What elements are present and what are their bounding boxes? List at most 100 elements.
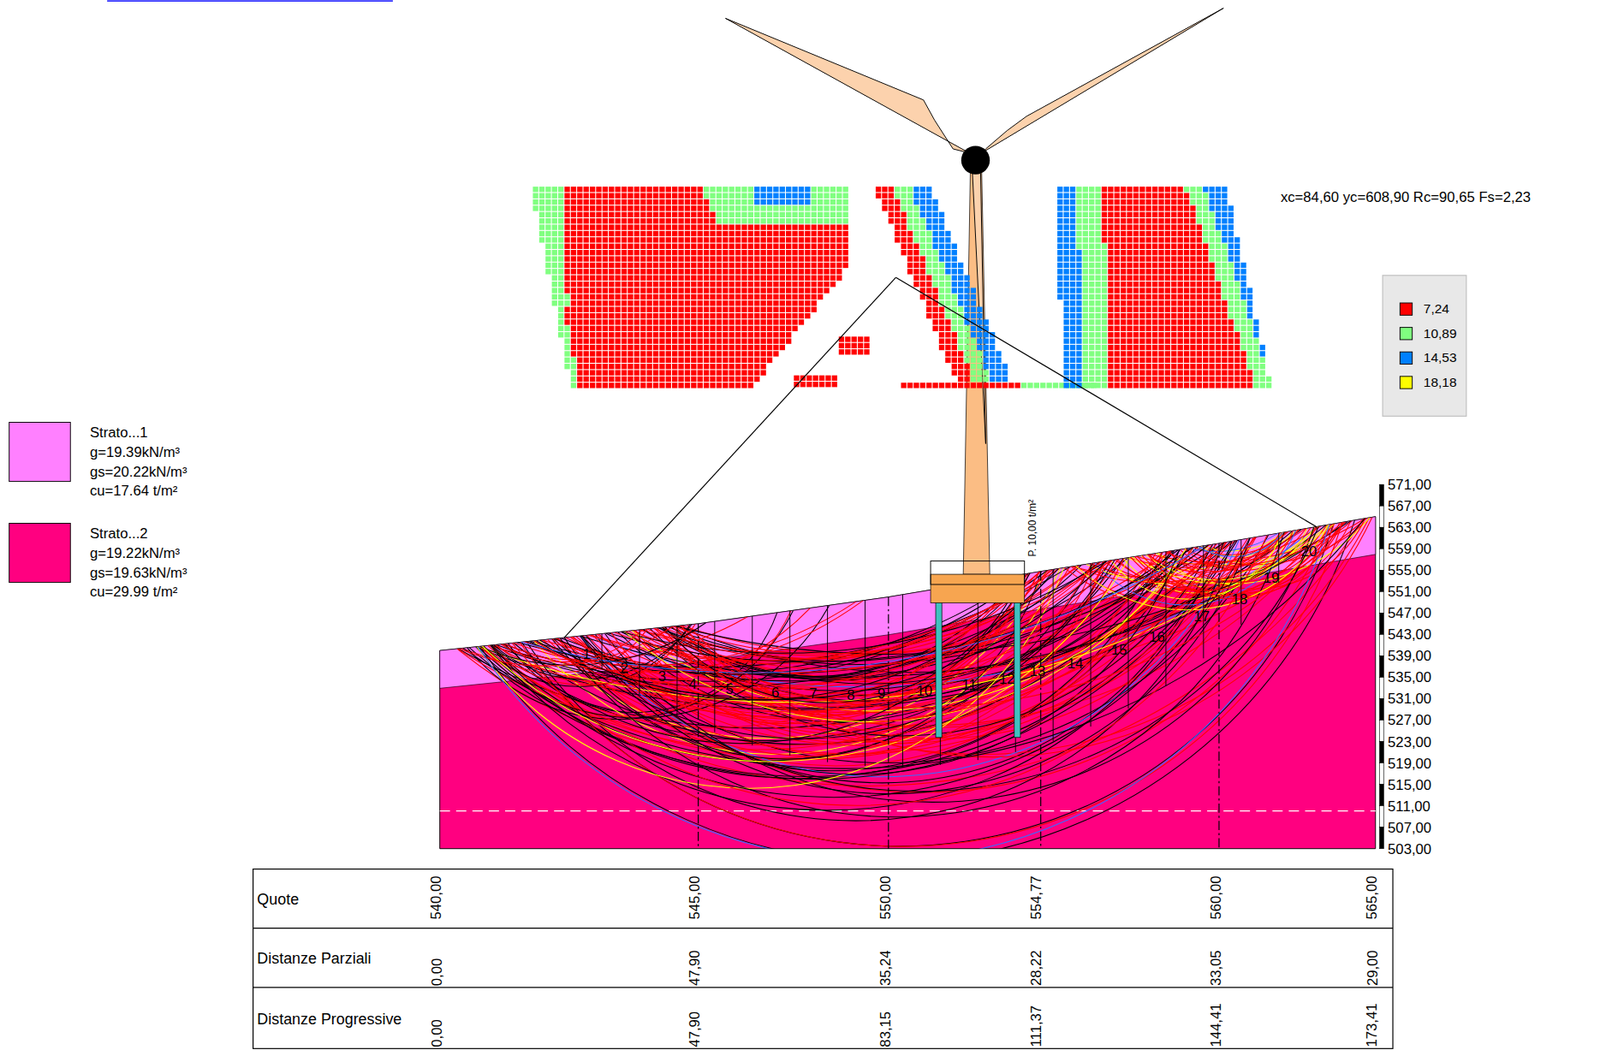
grid-cell: [1171, 205, 1177, 211]
grid-cell: [608, 262, 614, 268]
grid-cell: [1221, 205, 1227, 211]
grid-cell: [773, 350, 779, 357]
grid-cell: [576, 357, 583, 363]
grid-cell: [697, 199, 703, 205]
grid-cell: [697, 205, 703, 211]
grid-cell: [672, 275, 678, 281]
grid-cell: [690, 231, 696, 237]
grid-cell: [957, 350, 964, 357]
grid-cell: [634, 262, 640, 268]
grid-cell: [640, 357, 646, 363]
grid-cell: [709, 205, 715, 211]
grid-cell: [666, 268, 672, 274]
grid-cell: [939, 255, 945, 262]
grid-cell: [1082, 186, 1089, 192]
grid-cell: [945, 300, 951, 306]
grid-cell: [672, 287, 678, 293]
grid-cell: [666, 376, 672, 382]
grid-cell: [589, 357, 595, 363]
grid-cell: [767, 262, 773, 268]
grid-cell: [920, 231, 926, 237]
grid-cell: [576, 186, 583, 192]
grid-cell: [583, 326, 589, 332]
grid-cell: [666, 262, 672, 268]
grid-cell: [1189, 237, 1196, 243]
grid-cell: [1126, 224, 1132, 230]
grid-cell: [1146, 237, 1152, 243]
grid-cell: [564, 350, 570, 357]
grid-cell: [1070, 243, 1076, 250]
grid-cell: [907, 199, 913, 205]
grid-cell: [1076, 193, 1082, 199]
grid-cell: [703, 294, 709, 300]
grid-cell: [901, 237, 907, 243]
grid-cell: [1202, 231, 1208, 237]
grid-cell: [729, 357, 735, 363]
grid-cell: [779, 268, 786, 274]
grid-cell: [1057, 231, 1063, 237]
grid-cell: [791, 307, 798, 313]
grid-cell: [767, 186, 773, 192]
grid-cell: [773, 193, 779, 199]
grid-cell: [1146, 231, 1152, 237]
grid-cell: [576, 262, 583, 268]
grid-cell: [684, 326, 690, 332]
grid-cell: [1152, 218, 1158, 224]
grid-cell: [1139, 237, 1145, 243]
grid-cell: [754, 231, 760, 237]
grid-cell: [881, 193, 887, 199]
grid-cell: [659, 212, 665, 218]
grid-cell: [785, 275, 792, 281]
grid-cell: [576, 350, 583, 357]
grid-cell: [666, 205, 672, 211]
grid-cell: [926, 268, 932, 274]
grid-cell: [1228, 212, 1234, 218]
grid-cell: [634, 268, 640, 274]
grid-cell: [1139, 243, 1145, 250]
grid-cell: [595, 332, 601, 338]
grid-cell: [804, 224, 810, 230]
grid-cell: [907, 205, 913, 211]
grid-cell: [823, 275, 829, 281]
grid-cell: [621, 249, 627, 256]
grid-cell: [653, 237, 659, 243]
grid-cell: [894, 224, 900, 230]
grid-cell: [754, 281, 760, 287]
grid-cell: [970, 357, 976, 363]
grid-cell: [735, 344, 741, 351]
grid-cell: [666, 332, 672, 338]
grid-cell: [571, 382, 577, 388]
grid-cell: [589, 231, 595, 237]
grid-cell: [653, 357, 659, 363]
grid-cell: [552, 193, 558, 199]
grid-cell: [653, 369, 659, 375]
grid-cell: [767, 287, 773, 293]
grid-cell: [1126, 249, 1132, 256]
grid-cell: [901, 231, 907, 237]
grid-cell: [811, 275, 817, 281]
grid-cell: [920, 255, 926, 262]
grid-cell: [615, 243, 621, 250]
grid-cell: [684, 307, 690, 313]
grid-cell: [634, 344, 640, 351]
grid-cell: [703, 243, 709, 250]
grid-cell: [602, 287, 608, 293]
grid-cell: [1133, 218, 1139, 224]
grid-cell: [1234, 237, 1240, 243]
grid-cell: [760, 205, 766, 211]
grid-cell: [1228, 243, 1234, 250]
grid-cell: [901, 382, 907, 388]
grid-cell: [589, 338, 595, 344]
grid-cell: [716, 357, 722, 363]
grid-cell: [602, 268, 608, 274]
grid-cell: [615, 332, 621, 338]
grid-cell: [558, 237, 564, 243]
grid-cell: [589, 218, 595, 224]
grid-cell: [678, 332, 684, 338]
grid-cell: [678, 243, 684, 250]
grid-cell: [716, 326, 722, 332]
grid-cell: [1082, 243, 1089, 250]
grid-cell: [913, 237, 919, 243]
grid-cell: [615, 218, 621, 224]
grid-cell: [615, 193, 621, 199]
